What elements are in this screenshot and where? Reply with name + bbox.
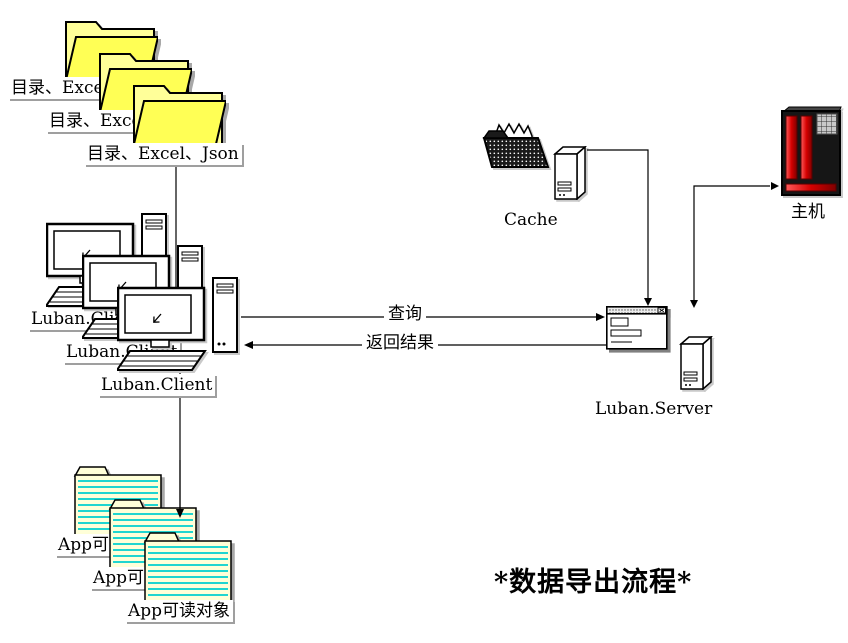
- server-window-icon: [606, 306, 670, 352]
- server-tower-icon: [678, 336, 714, 390]
- document-label: App可读对象: [125, 600, 234, 622]
- result-label: 返回结果: [362, 332, 438, 354]
- host-label: 主机: [791, 202, 825, 222]
- server-label: Luban.Server: [595, 399, 713, 419]
- folder-icon: [130, 74, 226, 148]
- connector-cache-to-server: [587, 149, 649, 299]
- connector-host-to-server: [693, 185, 770, 300]
- query-label: 查询: [384, 303, 426, 325]
- cache-server-icon: [552, 146, 588, 200]
- folder-label: 目录、Excel、Json: [84, 143, 242, 165]
- cache-label: Cache: [504, 210, 558, 230]
- diagram-title: *数据导出流程*: [494, 567, 693, 598]
- client-label: Luban.Client: [98, 374, 216, 396]
- host-icon: [781, 106, 843, 198]
- document-icon: [143, 528, 235, 610]
- workstation-icon: [117, 276, 239, 372]
- cache-folder-icon: [481, 112, 553, 170]
